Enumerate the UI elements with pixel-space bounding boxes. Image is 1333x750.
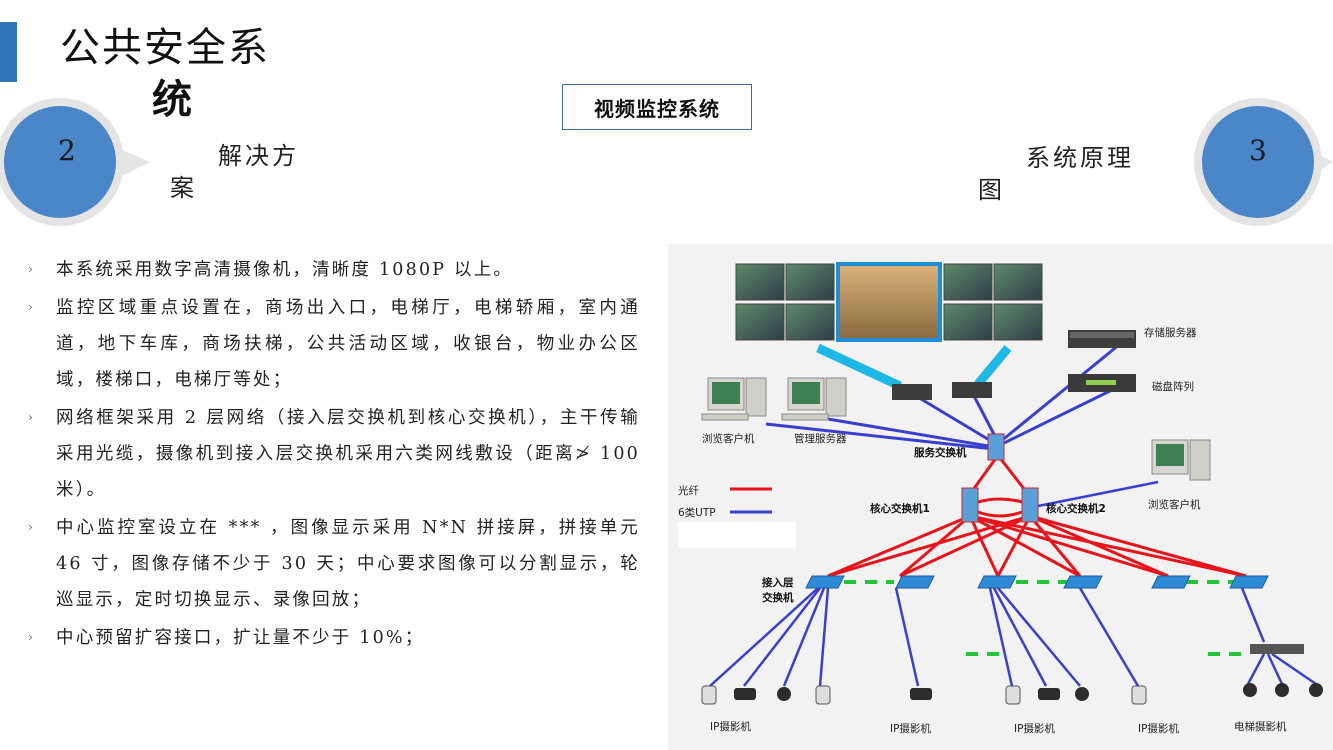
access-switches	[805, 575, 1269, 589]
storage-server-label: 存储服务器	[1144, 326, 1197, 339]
bullet-arrow-icon: ›	[28, 262, 35, 276]
camera-label: IP摄影机	[710, 720, 751, 733]
browse-client-right-label: 浏览客户机	[1148, 498, 1201, 511]
bubble-right-shape	[1194, 98, 1333, 226]
access-switch-label-line2: 交换机	[762, 591, 794, 604]
management-server-label: 管理服务器	[794, 432, 847, 445]
bullet-arrow-icon: ›	[28, 410, 35, 424]
disk-array-label: 磁盘阵列	[1152, 380, 1194, 393]
service-switch-device	[987, 433, 1005, 461]
system-diagram: 光纤 6类UTP 存储服务器 磁盘阵列 浏览客户机 管理服务器 服务交换机 核心…	[668, 244, 1333, 750]
camera-label: IP摄影机	[1138, 722, 1179, 735]
utp-camera-links	[709, 587, 1317, 687]
accent-bar	[0, 22, 17, 82]
section-label-left: 解决方 案	[170, 140, 310, 204]
management-server-device	[781, 377, 847, 421]
list-item: ›中心预留扩容接口，扩让量不少于 10%；	[28, 620, 640, 656]
browse-client-right-device	[1151, 439, 1211, 481]
section-number-left: 2	[58, 134, 76, 167]
fiber-upper-links	[968, 457, 1030, 518]
subtitle-text: 视频监控系统	[594, 96, 720, 121]
bullet-list: ›本系统采用数字高清摄像机，清晰度 1080P 以上。 ›监控区域重点设置在，商…	[28, 252, 640, 658]
video-links	[816, 343, 1012, 391]
backup-links	[844, 580, 1248, 656]
core-switch-2-device	[1021, 487, 1039, 523]
browse-client-left-device	[701, 377, 767, 421]
system-diagram-svg: 光纤 6类UTP 存储服务器 磁盘阵列 浏览客户机 管理服务器 服务交换机 核心…	[678, 262, 1323, 735]
section-label-left-line1: 解决方	[218, 142, 299, 170]
core-switch-1-device	[961, 487, 979, 523]
bullet-arrow-icon: ›	[28, 630, 35, 644]
access-switch-label-line1: 接入层	[762, 576, 794, 589]
camera-label: 电梯摄影机	[1234, 720, 1287, 733]
core-switch-1-label: 核心交换机1	[870, 502, 930, 515]
camera-label: IP摄影机	[1014, 722, 1055, 735]
section-label-right-line2: 图	[978, 176, 1005, 204]
fiber-core-links	[827, 514, 1247, 578]
legend-utp-label: 6类UTP	[678, 506, 716, 519]
storage-server-device	[1068, 330, 1136, 348]
section-number-right: 3	[1249, 134, 1267, 167]
decoder-right-device	[952, 382, 992, 398]
section-bubble-right: 3	[1176, 96, 1333, 228]
section-label-left-line2: 案	[170, 174, 197, 202]
section-label-right-line1: 系统原理	[1026, 144, 1134, 172]
utp-upper-links	[765, 342, 1121, 451]
list-item: ›监控区域重点设置在，商场出入口，电梯厅，电梯轿厢，室内通道，地下车库，商场扶梯…	[28, 290, 640, 398]
decoder-left-device	[892, 384, 932, 400]
page-title-line2: 统	[152, 76, 194, 123]
legend-fiber-label: 光纤	[678, 484, 699, 497]
section-bubble-left: 2	[0, 96, 150, 226]
list-item: ›中心监控室设立在 *** ，图像显示采用 N*N 拼接屏，拼接单元 46 寸，…	[28, 510, 640, 618]
bubble-left-shape	[0, 98, 150, 226]
bullet-arrow-icon: ›	[28, 520, 35, 534]
section-label-right: 系统原理 图	[978, 142, 1158, 206]
cameras	[701, 683, 1323, 705]
video-wall	[735, 262, 1043, 342]
elevator-switch-device	[1250, 644, 1304, 654]
page-title: 公共安全系 统	[60, 22, 300, 126]
service-switch-label: 服务交换机	[914, 446, 967, 459]
page-title-line1: 公共安全系	[60, 25, 270, 71]
list-item: ›本系统采用数字高清摄像机，清晰度 1080P 以上。	[28, 252, 640, 288]
subtitle-box: 视频监控系统	[562, 84, 752, 130]
core-switch-2-label: 核心交换机2	[1046, 502, 1106, 515]
bullet-arrow-icon: ›	[28, 300, 35, 314]
list-item: ›网络框架采用 2 层网络（接入层交换机到核心交换机），主干传输采用光缆，摄像机…	[28, 400, 640, 508]
disk-array-device	[1068, 374, 1136, 392]
browse-client-left-label: 浏览客户机	[702, 432, 755, 445]
camera-label: IP摄影机	[890, 722, 931, 735]
legend	[678, 487, 796, 548]
client-right-link	[1037, 480, 1159, 508]
